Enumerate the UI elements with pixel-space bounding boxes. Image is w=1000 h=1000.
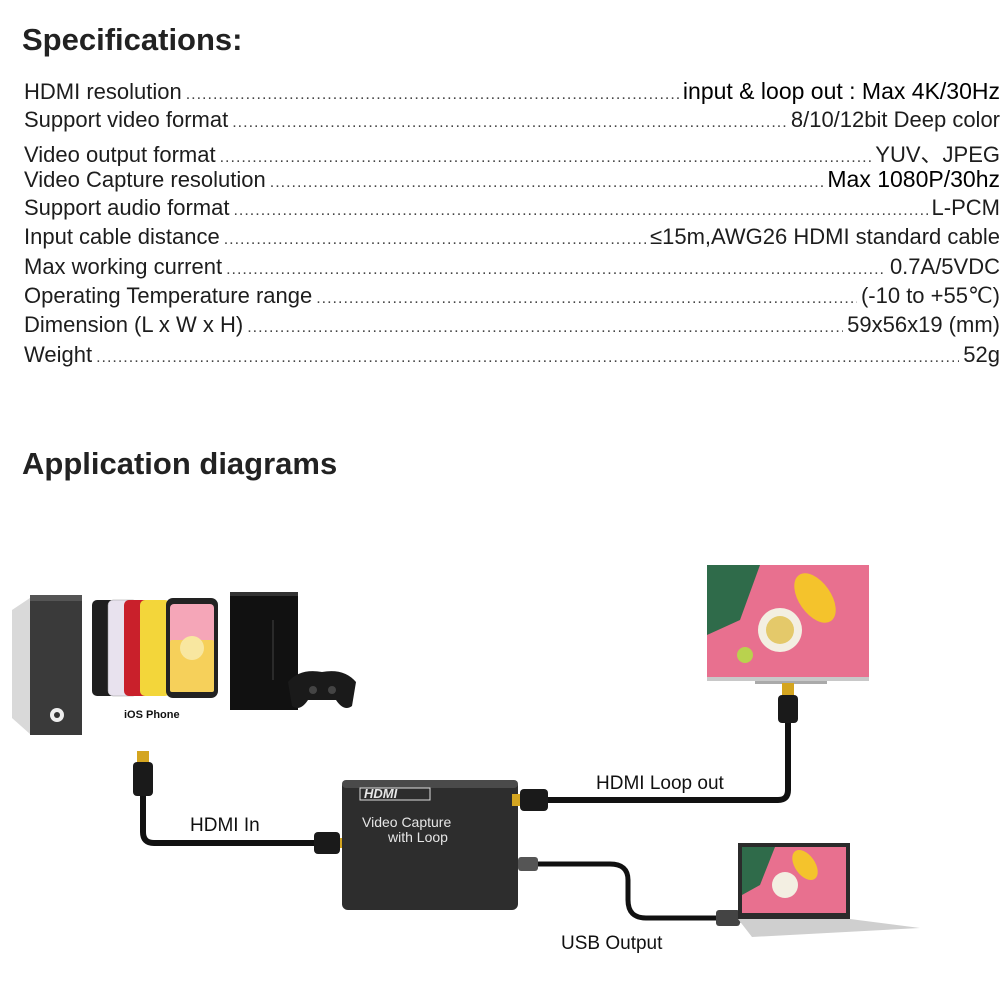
spec-value: (-10 to +55℃)	[860, 283, 1000, 309]
spec-row: Operating Temperature range.............…	[24, 283, 1000, 312]
device-label-line1: Video Capture	[362, 814, 451, 830]
spec-label: Video Capture resolution	[24, 166, 266, 192]
laptop-icon	[738, 843, 920, 937]
spec-label: HDMI resolution	[24, 79, 182, 104]
spec-row: Max working current.....................…	[24, 254, 1000, 283]
iphone-icon	[92, 598, 218, 698]
spec-leader-dots: ........................................…	[233, 202, 927, 220]
spec-row: Video output format.....................…	[24, 137, 1000, 166]
hdmi-loop-out-label: HDMI Loop out	[596, 773, 725, 794]
pc-tower-icon	[12, 595, 82, 735]
hdmi-in-label: HDMI In	[190, 815, 260, 836]
spec-row: Support video format....................…	[24, 107, 1000, 136]
spec-value: Max 1080P/30hz	[827, 165, 1000, 192]
spec-row: Weight..................................…	[24, 342, 1000, 371]
spec-leader-dots: ........................................…	[232, 114, 787, 132]
spec-label: Weight	[24, 341, 93, 367]
spec-leader-dots: ........................................…	[185, 86, 679, 103]
spec-label: Operating Temperature range	[24, 283, 313, 309]
game-console-icon	[230, 592, 298, 710]
hdmi-logo: HDMI	[364, 786, 398, 801]
gamepad-icon	[288, 671, 356, 708]
spec-label: Support audio format	[24, 195, 230, 221]
spec-leader-dots: ........................................…	[269, 173, 824, 191]
spec-row: Input cable distance....................…	[24, 224, 1000, 253]
capture-device: HDMI Video Capture with Loop	[342, 780, 518, 910]
spec-value: L-PCM	[931, 195, 1000, 221]
spec-row: Support audio format....................…	[24, 195, 1000, 224]
spec-value: 52g	[963, 341, 1000, 367]
spec-row: HDMI resolution.........................…	[24, 78, 1000, 107]
usb-output-label: USB Output	[561, 933, 663, 954]
spec-leader-dots: ........................................…	[219, 148, 872, 166]
specifications-heading: Specifications:	[22, 22, 243, 57]
hdmi-in-cable	[133, 751, 346, 854]
spec-value: input & loop out : Max 4K/30Hz	[682, 78, 1000, 104]
usb-plug-icon	[716, 910, 740, 926]
device-label-line2: with Loop	[387, 829, 448, 845]
spec-label: Input cable distance	[24, 224, 220, 250]
spec-row: Video Capture resolution................…	[24, 166, 1000, 195]
spec-value: 0.7A/5VDC	[889, 253, 1000, 279]
spec-leader-dots: ........................................…	[316, 290, 857, 308]
spec-label: Video output format	[24, 141, 216, 166]
usb-output-cable	[518, 857, 748, 926]
spec-value: 59x56x19 (mm)	[847, 312, 1000, 338]
spec-leader-dots: ........................................…	[226, 260, 886, 278]
spec-leader-dots: ........................................…	[96, 348, 960, 366]
spec-value: 8/10/12bit Deep color	[790, 107, 1000, 133]
specifications-list: HDMI resolution.........................…	[24, 78, 1000, 371]
spec-value: YUV、JPEG	[875, 141, 1000, 166]
spec-label: Dimension (L x W x H)	[24, 312, 244, 338]
ios-phone-caption: iOS Phone	[124, 709, 180, 721]
spec-label: Max working current	[24, 253, 223, 279]
spec-value: ≤15m,AWG26 HDMI standard cable	[650, 224, 1000, 250]
tv-icon	[707, 565, 869, 684]
spec-row: Dimension (L x W x H)...................…	[24, 312, 1000, 341]
hdmi-loop-out-cable	[512, 683, 798, 811]
application-diagrams-heading: Application diagrams	[22, 446, 338, 481]
spec-leader-dots: ........................................…	[247, 319, 844, 337]
application-diagram: iOS Phone HDMI In HDMI Video Capture	[12, 565, 920, 954]
spec-leader-dots: ........................................…	[223, 231, 646, 249]
spec-label: Support video format	[24, 107, 229, 133]
